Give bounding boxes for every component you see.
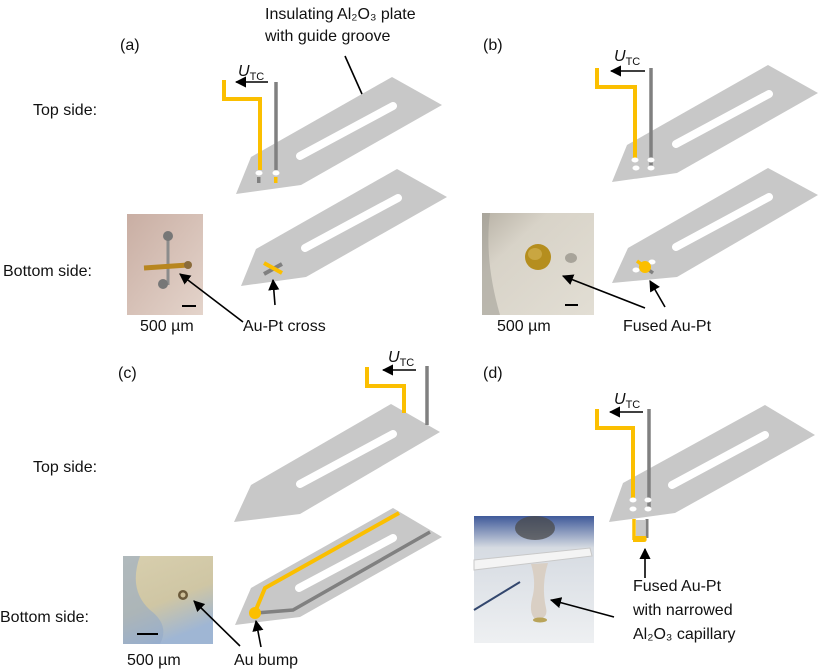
utc-label: UTC [238, 63, 264, 83]
guide-groove [668, 431, 769, 489]
micrograph-fused-au-pt [482, 213, 594, 315]
callout-line1: Fused Au-Pt [633, 578, 722, 595]
photo-arrow [193, 600, 241, 647]
photo-arrow [179, 273, 244, 323]
panel-letter-d: (d) [483, 365, 503, 382]
hole [631, 157, 639, 163]
bottom-side-label: Bottom side: [3, 263, 92, 280]
gold-wire [595, 409, 635, 499]
panel-b: (b) UTC 500 µm Fused Au-Pt [482, 37, 818, 335]
hole [632, 165, 640, 171]
bottom-side-label: Bottom side: [0, 609, 89, 626]
panel-d: (d) UTC Fused Au-Pt with narrowed Al₂O₃ … [473, 365, 815, 643]
top-side-label: Top side: [33, 102, 97, 119]
scale-bar-label: 500 µm [497, 318, 551, 335]
micrograph-au-pt-cross [127, 214, 203, 315]
bump-arrow [252, 619, 264, 648]
platinum-through [257, 177, 261, 183]
hole [632, 267, 640, 273]
cross-arrow [268, 278, 280, 306]
bead-arrow [649, 280, 666, 308]
guide-groove [295, 534, 397, 592]
photo-arrow [561, 274, 646, 309]
photo-arrow [549, 597, 615, 618]
guide-groove [672, 90, 773, 148]
guide-groove [301, 194, 402, 252]
plate-label-line1: Insulating Al₂O₃ plate [265, 6, 416, 23]
guide-groove [672, 193, 773, 251]
gold-wire [222, 80, 262, 170]
utc-label: UTC [614, 391, 640, 411]
panel-letter-a: (a) [120, 37, 140, 54]
photo-narrowed-capillary [473, 516, 594, 643]
hole [629, 497, 637, 503]
gold-wire [595, 68, 637, 158]
hole [647, 157, 655, 163]
utc-label: UTC [388, 349, 414, 369]
callout-line2: with narrowed [632, 602, 733, 619]
scale-bar-label: 500 µm [127, 652, 181, 669]
micrograph-au-bump [123, 556, 213, 644]
panel-c: (c) Top side: Bottom side: UTC 500 µm Au… [0, 349, 442, 669]
hole [644, 506, 652, 512]
hole [644, 497, 652, 503]
fused-au-pt-bead [639, 261, 651, 273]
utc-label: UTC [614, 48, 640, 68]
top-side-label: Top side: [33, 459, 97, 476]
guide-groove [296, 430, 397, 488]
alumina-capillary [636, 520, 645, 538]
scale-bar-label: 500 µm [140, 318, 194, 335]
callout-au-pt-cross: Au-Pt cross [243, 318, 326, 335]
callout-fused-au-pt: Fused Au-Pt [623, 318, 712, 335]
plate-label-line2: with guide groove [264, 28, 391, 45]
callout-line3: Al₂O₃ capillary [633, 626, 736, 643]
fused-junction [633, 536, 647, 542]
guide-groove [296, 102, 397, 160]
panel-letter-b: (b) [483, 37, 503, 54]
gold-wire [365, 367, 406, 413]
gold-through [274, 177, 278, 183]
hole [648, 259, 656, 265]
gold-wire-bottom [253, 511, 400, 613]
panel-letter-c: (c) [118, 365, 137, 382]
hole [272, 170, 280, 176]
hole [647, 165, 655, 171]
panel-a: (a) Top side: Bottom side: UTC 500 µm [3, 37, 447, 335]
hole [255, 170, 263, 176]
au-bump [249, 607, 261, 619]
callout-au-bump: Au bump [234, 652, 298, 669]
gold-cross-arm [263, 261, 283, 275]
platinum-wire-bottom [255, 530, 431, 615]
hole [629, 506, 637, 512]
